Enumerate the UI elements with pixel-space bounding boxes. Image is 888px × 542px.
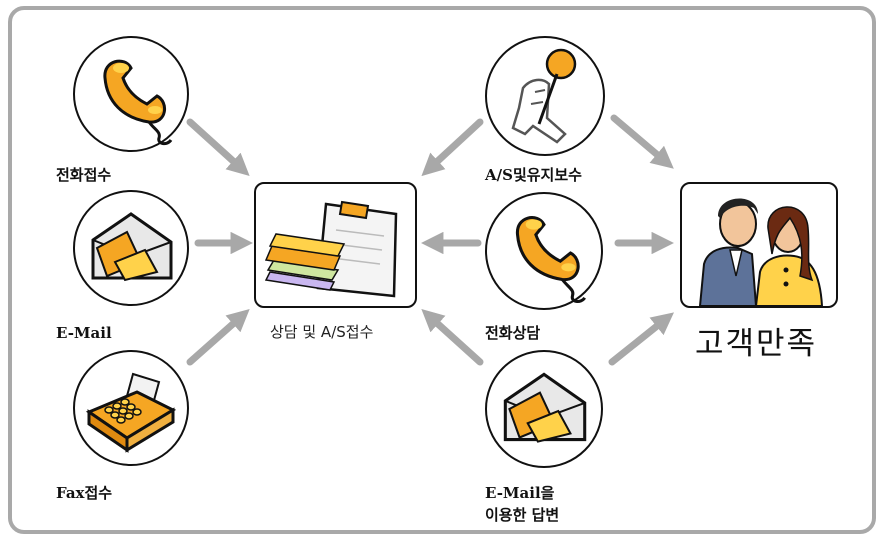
email-label: E-Mail [56,324,112,342]
center-label: 상담 및 A/S접수 [270,323,374,341]
phone-intake-label: 전화접수 [56,166,112,184]
fax-icon [85,372,177,453]
arrow-as-to-center [421,118,484,177]
phone-intake-node [73,36,189,152]
fax-intake-label: Fax접수 [56,484,113,502]
envelope-icon [503,372,587,443]
envelope-icon [91,212,173,282]
as-maintenance-label: A/S및유지보수 [485,166,582,184]
email-reply-label-line2: 이용한 답변 [485,506,560,524]
center-box [254,182,417,308]
phone-consult-node [485,192,603,310]
phone-consult-label: 전화상담 [485,324,541,342]
arrow-reply-to-satisfaction [608,312,674,366]
phone-icon [516,216,586,303]
as-maintenance-node [485,36,605,156]
clipboard-books-icon [264,200,398,298]
couple-icon [698,198,824,306]
fax-intake-node [73,350,189,466]
phone-icon [103,59,173,146]
arrow-reply-to-center [421,308,484,366]
technician-icon [511,48,577,144]
arrow-as-to-satisfaction [610,114,674,169]
arrow-fax-to-center [186,309,250,366]
arrow-phone-to-center [186,118,250,177]
satisfaction-box [680,182,838,308]
email-node [73,190,189,306]
email-reply-node [485,350,603,468]
satisfaction-label: 고객만족 [695,326,818,362]
email-reply-label-line1: E-Mail을 [485,484,555,502]
